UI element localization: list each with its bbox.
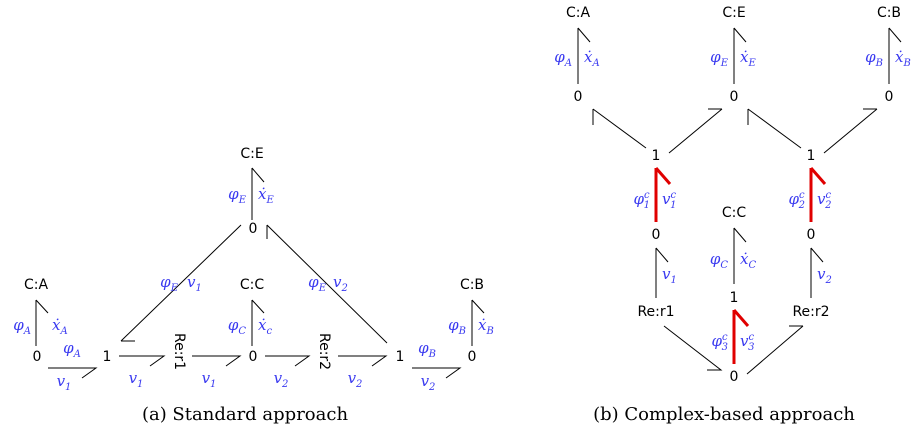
bond-zero1-rer1-b — [655, 247, 669, 298]
node-zero-right-a: 0 — [468, 349, 477, 365]
node-one-2-b: 1 — [807, 148, 816, 164]
node-zero-b-b: 0 — [885, 89, 894, 105]
label-cc-flow-a: ẋc — [258, 316, 272, 337]
bond-one-rer1-a — [119, 355, 166, 367]
node-one-1-b: 1 — [652, 148, 661, 164]
label-b1r1-flow-a: v1 — [129, 369, 144, 390]
node-ce-a: C:E — [240, 146, 263, 162]
node-zero-mid-a: 0 — [249, 349, 258, 365]
node-rer1-b: Re:r1 — [637, 304, 674, 320]
node-zero-e-b: 0 — [730, 89, 739, 105]
node-zero-top-a: 0 — [249, 221, 258, 237]
node-ca-b: C:A — [566, 5, 590, 21]
bond-zero-b-one2-b — [823, 108, 878, 154]
diagram-a: C:E C:A C:C C:B 0 0 1 0 1 0 Re:r1 Re:r2 … — [13, 146, 494, 425]
node-rer2-a: Re:r2 — [316, 333, 332, 370]
node-cb-b: C:B — [877, 5, 901, 21]
complex-bond-3 — [732, 309, 750, 364]
node-zero-a-b: 0 — [574, 89, 583, 105]
bond-one-zero-a — [412, 367, 462, 379]
bond-cc-one3-b — [733, 227, 747, 284]
node-zero-2-b: 0 — [807, 227, 816, 243]
bond-rer1-zero-a — [192, 355, 242, 367]
caption-b: (b) Complex-based approach — [593, 404, 855, 425]
bond-ce-zero-a — [251, 167, 265, 220]
node-one-left-a: 1 — [103, 349, 112, 365]
node-one-right-a: 1 — [396, 349, 405, 365]
node-ce-b: C:E — [722, 5, 745, 21]
bond-cc-zero-a — [251, 299, 265, 346]
label-ce-effort-b: φE — [710, 48, 729, 69]
bond-zero-one-a — [48, 367, 98, 379]
label-b10-flow-a: v2 — [421, 372, 436, 393]
label-left-diag-flow-a: v1 — [187, 273, 202, 294]
bond-zero-one-left-a — [120, 224, 242, 342]
label-cc-effort-a: φC — [228, 316, 247, 337]
label-cb-effort-a: φB — [448, 316, 466, 337]
node-cb-a: C:B — [460, 277, 484, 293]
node-cc-b: C:C — [722, 205, 746, 221]
label-cc-effort-b: φC — [710, 250, 729, 271]
label-br21-flow-a: v2 — [348, 369, 363, 390]
label-cc-flow-b: ẋC — [740, 250, 756, 271]
bond-ca-zero-a — [35, 299, 49, 346]
bond-zero-e-one2-b — [747, 108, 802, 149]
label-right-diag-flow-a: v2 — [333, 273, 348, 294]
label-b01-effort-a: φA — [63, 339, 81, 360]
caption-a: (a) Standard approach — [142, 404, 349, 425]
label-left-diag-effort-a: φE — [160, 273, 179, 294]
bond-cb-zero-b — [888, 27, 902, 84]
bond-zero2-rer2-b — [810, 247, 824, 298]
node-zero-bottom-b: 0 — [730, 369, 739, 385]
label-ca-effort-b: φA — [554, 48, 572, 69]
node-one-3-b: 1 — [730, 290, 739, 306]
bond-rer2-zero-bottom-b — [746, 325, 804, 375]
label-v1-b: v1 — [662, 265, 677, 286]
label-ca-flow-b: ẋA — [584, 48, 600, 69]
bond-zero-e-one1-b — [668, 108, 723, 154]
label-b01-flow-a: v1 — [57, 372, 72, 393]
label-ce-flow-a: ẋE — [258, 185, 274, 206]
bond-ce-zero-b — [733, 27, 747, 84]
bond-zero-rer2-a — [265, 355, 311, 367]
node-cc-a: C:C — [240, 277, 264, 293]
label-cb-flow-a: ẋB — [478, 316, 494, 337]
complex-bond-1 — [654, 167, 672, 222]
node-ca-a: C:A — [24, 277, 48, 293]
label-right-diag-effort-a: φE — [308, 273, 327, 294]
bond-cb-zero-a — [471, 299, 485, 346]
node-zero-1-b: 0 — [652, 227, 661, 243]
label-ca-effort-a: φA — [13, 316, 31, 337]
label-cb-effort-b: φB — [865, 48, 883, 69]
node-rer1-a: Re:r1 — [171, 333, 187, 370]
diagram-b: C:A C:E C:B 0 0 0 1 1 0 0 C:C 1 Re:r1 Re… — [554, 5, 911, 425]
bond-rer1-zero-bottom-b — [663, 325, 723, 371]
label-br10-flow-a: v1 — [202, 369, 217, 390]
label-ce-flow-b: ẋE — [740, 48, 756, 69]
bond-ca-zero-b — [577, 27, 591, 84]
bond-zero-one-right-a — [266, 224, 388, 344]
label-ce-effort-a: φE — [228, 185, 247, 206]
node-zero-left-a: 0 — [33, 349, 42, 365]
bond-zero-a-one1-b — [592, 108, 647, 149]
complex-bond-2 — [809, 167, 827, 222]
bond-rer2-one-a — [338, 355, 388, 367]
node-rer2-b: Re:r2 — [792, 304, 829, 320]
label-cb-flow-b: ẋB — [895, 48, 911, 69]
label-b10-effort-a: φB — [418, 339, 436, 360]
label-ca-flow-a: ẋA — [52, 316, 68, 337]
label-b0r2-flow-a: v2 — [274, 369, 289, 390]
label-v2-b: v2 — [817, 265, 832, 286]
